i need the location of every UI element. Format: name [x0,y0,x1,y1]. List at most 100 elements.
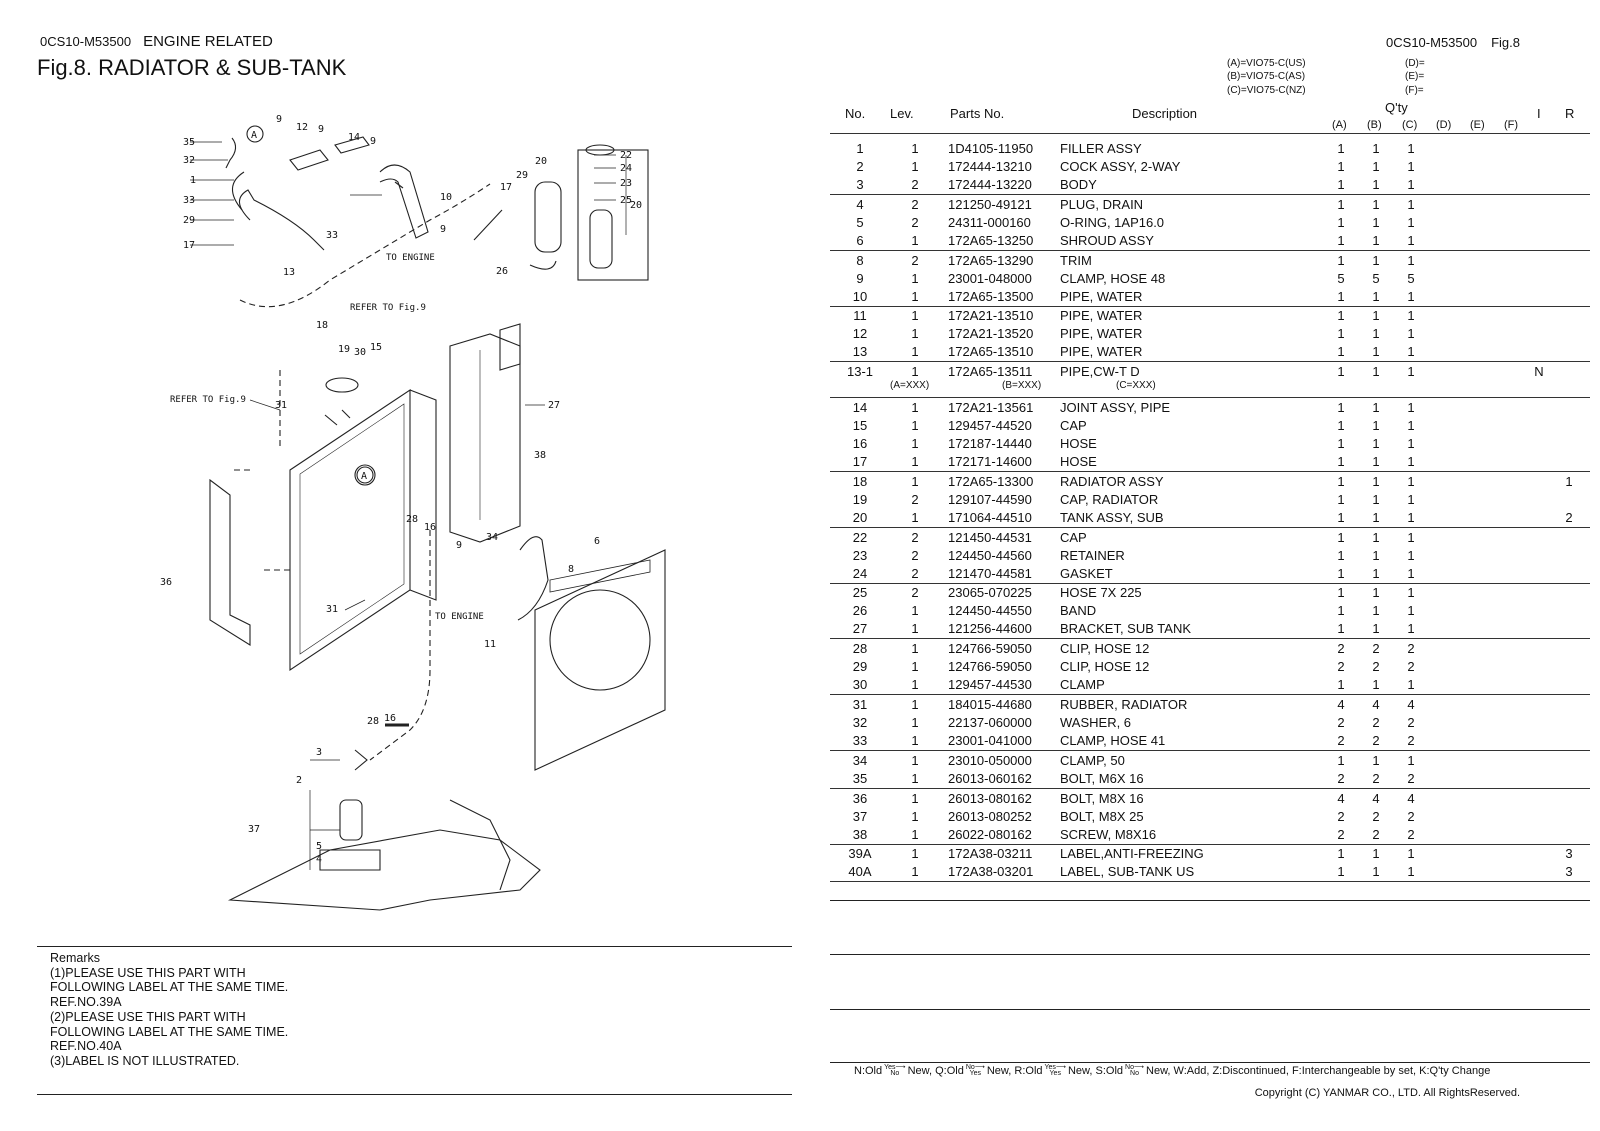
col-d: (D) [1436,119,1452,131]
callout-30: 30 [354,347,366,358]
qty-b: 1 [1372,509,1380,525]
qty-c: 2 [1407,641,1415,657]
callout-37: 37 [248,824,260,835]
part-no: 14 [852,400,868,415]
group-separator [830,582,1590,584]
part-level: 1 [911,473,919,489]
legend-tail: New, W:Add, Z:Discontinued, F:Interchang… [1146,1065,1491,1077]
part-no: 17 [852,454,868,469]
model-legend: (A)=VIO75-C(US) (B)=VIO75-C(AS) (C)=VIO7… [1227,57,1306,97]
part-level: 1 [911,752,919,768]
group-separator [830,881,1590,883]
callout-34: 34 [486,532,498,543]
part-number: 26013-060162 [948,770,1032,786]
rule [830,1062,1590,1063]
qty-b: 4 [1372,697,1380,712]
part-description: TANK ASSY, SUB [1060,509,1164,525]
variant-code: (C=XXX) [1116,380,1156,392]
part-no: 24 [852,565,868,581]
qty-c: 1 [1407,232,1415,248]
part-number: 172171-14600 [948,454,1032,469]
part-no: 15 [852,418,868,433]
qty-c: 1 [1407,473,1415,489]
part-no: 18 [852,473,868,489]
qty-c: 1 [1407,364,1415,380]
part-level: 1 [911,826,919,842]
part-no: 6 [856,232,864,248]
part-no: 16 [852,436,868,451]
qty-a: 1 [1337,473,1345,489]
part-level: 1 [911,603,919,619]
callout-20: 20 [535,156,547,167]
part-level: 1 [911,270,919,286]
qty-b: 1 [1372,846,1380,862]
part-level: 1 [911,418,919,433]
marker-a: A [251,130,257,141]
remark-line: REF.NO.39A [50,995,122,1010]
callout-8: 8 [568,564,574,575]
legend-s: S:Old [1095,1065,1124,1077]
to-engine-label: TO ENGINE [386,253,435,263]
callout-4: 4 [316,854,322,865]
qty-c: 1 [1407,159,1415,174]
part-description: PIPE, WATER [1060,308,1143,324]
callout-11: 11 [484,639,496,650]
callout-31: 31 [275,400,287,411]
part-description: GASKET [1060,565,1113,581]
to-engine-label-2: TO ENGINE [435,612,484,622]
group-separator [830,694,1590,696]
part-level: 1 [911,436,919,451]
part-level: 1 [911,288,919,304]
part-number: 171064-44510 [948,509,1032,525]
part-no: 19 [852,491,868,507]
section-name: ENGINE RELATED [143,33,273,50]
part-number: 124766-59050 [948,641,1032,657]
part-description: PIPE, WATER [1060,344,1143,360]
qty-c: 1 [1407,603,1415,619]
part-level: 1 [911,141,919,156]
part-number: 23010-050000 [948,752,1032,768]
part-number: 124450-44560 [948,547,1032,563]
qty-c: 1 [1407,454,1415,469]
part-description: BRACKET, SUB TANK [1060,621,1191,637]
qty-b: 1 [1372,491,1380,507]
model-d: (D)= [1405,58,1425,69]
arrow-no-no: No⟶No [1125,1064,1145,1078]
part-level: 1 [911,790,919,806]
callout-16: 16 [424,522,436,533]
part-description: CLAMP [1060,677,1105,693]
part-description: LABEL,ANTI-FREEZING [1060,846,1204,862]
part-level: 2 [911,196,919,212]
part-level: 1 [911,864,919,880]
qty-b: 1 [1372,454,1380,469]
qty-b: 2 [1372,770,1380,786]
doc-code-right: 0CS10-M53500 [1386,35,1478,50]
col-description: Description [1132,106,1198,121]
part-no: 10 [852,288,868,304]
qty-a: 1 [1337,585,1345,601]
callout-17b: 17 [500,182,512,193]
qty-a: 4 [1337,790,1345,806]
part-description: RUBBER, RADIATOR [1060,697,1188,712]
qty-c: 1 [1407,846,1415,862]
qty-b: 1 [1372,308,1380,324]
legend-q: Q:Old [935,1065,964,1077]
part-number: 23001-048000 [948,270,1032,286]
col-i: I [1537,106,1541,121]
qty-c: 1 [1407,677,1415,693]
qty-c: 1 [1407,491,1415,507]
qty-a: 1 [1337,547,1345,563]
col-parts-no: Parts No. [950,106,1005,121]
part-no: 9 [856,270,864,286]
part-number: 22137-060000 [948,715,1032,730]
